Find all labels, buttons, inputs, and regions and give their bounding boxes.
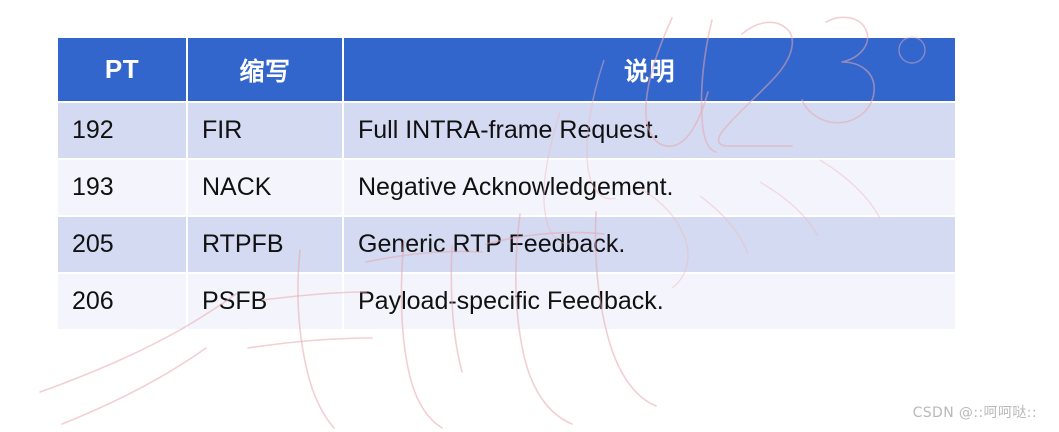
payload-type-table: PT 缩写 说明 192 FIR Full INTRA-frame Reques… [56, 36, 957, 331]
csdn-watermark-credit: CSDN @::呵呵哒:: [912, 405, 1037, 421]
cell-abbreviation: FIR [188, 103, 342, 158]
cell-pt: 193 [58, 160, 186, 215]
column-header-description: 说明 [344, 38, 955, 101]
cell-pt: 192 [58, 103, 186, 158]
cell-description: Full INTRA-frame Request. [344, 103, 955, 158]
column-header-abbreviation: 缩写 [188, 38, 342, 101]
cell-description: Negative Acknowledgement. [344, 160, 955, 215]
table-row: 205 RTPFB Generic RTP Feedback. [58, 217, 955, 272]
cell-abbreviation: NACK [188, 160, 342, 215]
cell-description: Generic RTP Feedback. [344, 217, 955, 272]
payload-type-table-container: PT 缩写 说明 192 FIR Full INTRA-frame Reques… [58, 38, 955, 329]
table-body: 192 FIR Full INTRA-frame Request. 193 NA… [58, 103, 955, 329]
cell-abbreviation: PSFB [188, 274, 342, 329]
cell-pt: 206 [58, 274, 186, 329]
table-row: 206 PSFB Payload-specific Feedback. [58, 274, 955, 329]
table-header: PT 缩写 说明 [58, 38, 955, 101]
table-header-row: PT 缩写 说明 [58, 38, 955, 101]
cell-abbreviation: RTPFB [188, 217, 342, 272]
cell-description: Payload-specific Feedback. [344, 274, 955, 329]
cell-pt: 205 [58, 217, 186, 272]
table-row: 193 NACK Negative Acknowledgement. [58, 160, 955, 215]
table-row: 192 FIR Full INTRA-frame Request. [58, 103, 955, 158]
column-header-pt: PT [58, 38, 186, 101]
